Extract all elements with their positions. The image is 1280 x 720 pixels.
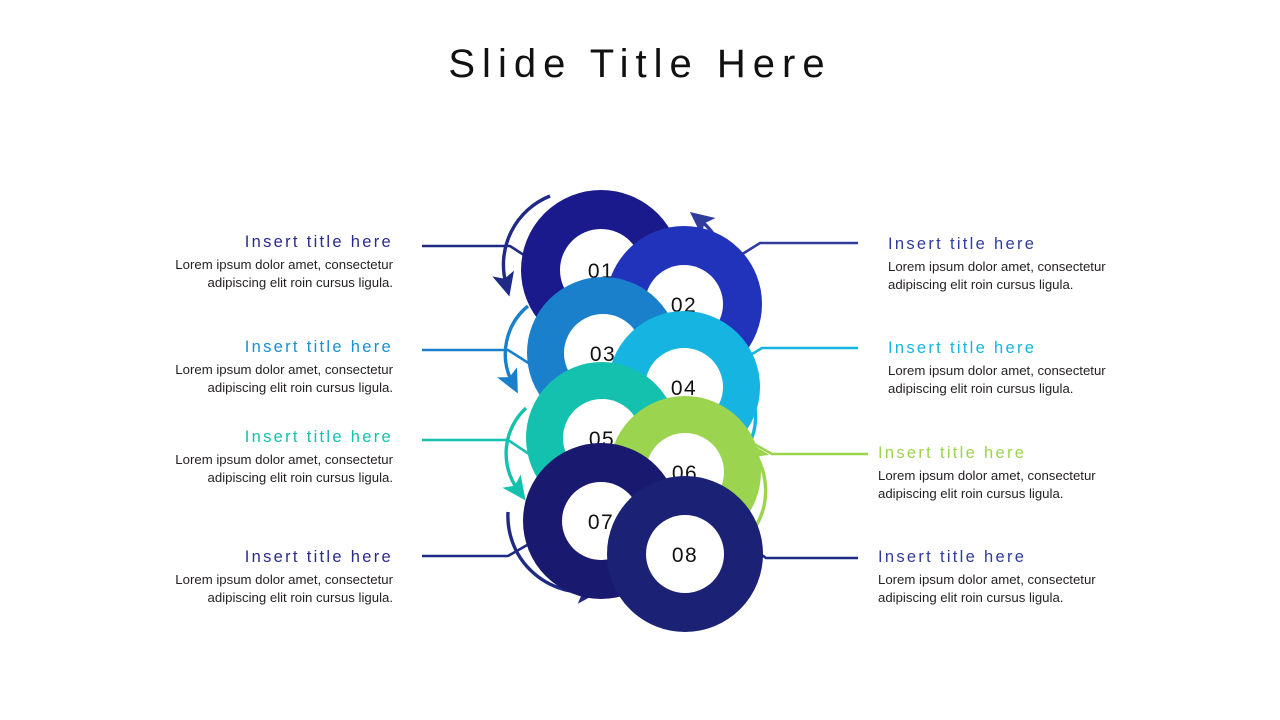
ring-08[interactable]: 08 bbox=[607, 476, 763, 632]
ring-diagram: 01 02 03 04 bbox=[422, 190, 868, 632]
flow-arrow-01 bbox=[492, 194, 551, 297]
callout-title: Insert title here bbox=[244, 233, 393, 251]
flow-arrow-03 bbox=[497, 304, 530, 394]
callout-body: Lorem ipsum dolor amet, consectetur adip… bbox=[878, 571, 1096, 606]
callout-title: Insert title here bbox=[878, 548, 1027, 566]
ring-group: 01 02 03 04 bbox=[521, 190, 763, 632]
callout-body: Lorem ipsum dolor amet, consectetur adip… bbox=[175, 256, 393, 291]
callout-left-2[interactable]: Insert title here Lorem ipsum dolor amet… bbox=[118, 337, 393, 398]
callout-body: Lorem ipsum dolor amet, consectetur adip… bbox=[878, 467, 1096, 502]
callout-right-2[interactable]: Insert title here Lorem ipsum dolor amet… bbox=[888, 338, 1163, 399]
leader-line-6 bbox=[739, 434, 868, 456]
callout-body: Lorem ipsum dolor amet, consectetur adip… bbox=[175, 571, 393, 606]
callout-title: Insert title here bbox=[244, 338, 393, 356]
callout-body: Lorem ipsum dolor amet, consectetur adip… bbox=[175, 361, 393, 396]
callout-title: Insert title here bbox=[244, 428, 393, 446]
callout-right-4[interactable]: Insert title here Lorem ipsum dolor amet… bbox=[878, 547, 1153, 608]
callout-left-3[interactable]: Insert title here Lorem ipsum dolor amet… bbox=[118, 427, 393, 488]
callout-body: Lorem ipsum dolor amet, consectetur adip… bbox=[888, 258, 1106, 293]
callout-left-4[interactable]: Insert title here Lorem ipsum dolor amet… bbox=[118, 547, 393, 608]
callout-title: Insert title here bbox=[888, 339, 1037, 357]
ring-number: 08 bbox=[672, 544, 698, 567]
callout-body: Lorem ipsum dolor amet, consectetur adip… bbox=[175, 451, 393, 486]
page-title: Slide Title Here bbox=[448, 42, 832, 86]
callout-right-3[interactable]: Insert title here Lorem ipsum dolor amet… bbox=[878, 443, 1153, 504]
ring-number: 03 bbox=[590, 343, 616, 366]
ring-number: 04 bbox=[671, 377, 697, 400]
callout-left-1[interactable]: Insert title here Lorem ipsum dolor amet… bbox=[118, 232, 393, 293]
callout-title: Insert title here bbox=[244, 548, 393, 566]
ring-number: 07 bbox=[588, 511, 614, 534]
callout-right-1[interactable]: Insert title here Lorem ipsum dolor amet… bbox=[888, 234, 1163, 295]
callout-body: Lorem ipsum dolor amet, consectetur adip… bbox=[888, 362, 1106, 397]
flow-arrow-05 bbox=[502, 406, 528, 501]
callout-title: Insert title here bbox=[878, 444, 1027, 462]
callout-title: Insert title here bbox=[888, 235, 1037, 253]
